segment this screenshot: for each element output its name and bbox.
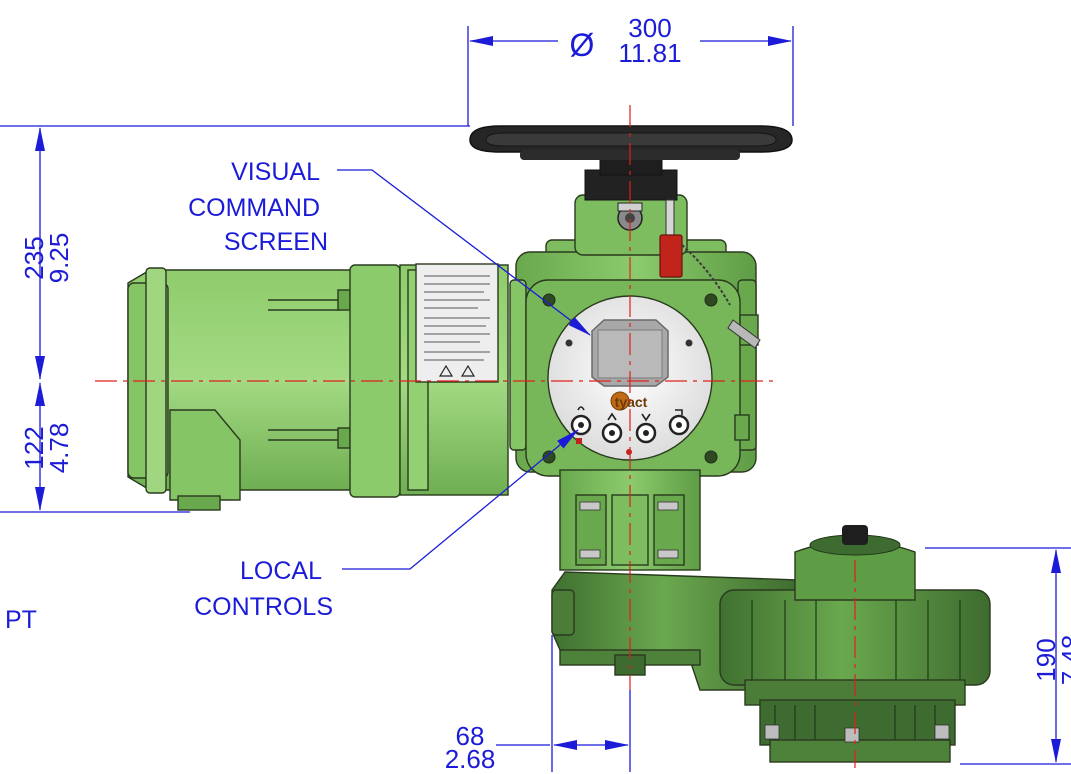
dimension-top-height: 235 9.25 <box>0 125 470 380</box>
warning-triangle-icon <box>460 364 476 377</box>
callout-label-line-1: VISUAL <box>231 158 320 186</box>
handwheel-icon <box>469 125 793 160</box>
callout-local-controls: LOCAL CONTROLS <box>194 429 579 621</box>
nameplate <box>415 263 499 383</box>
gearbox-height-in: 7.48 <box>1056 635 1071 686</box>
control-knob-icon <box>601 422 623 444</box>
left-edge-text: PT <box>5 606 37 634</box>
callout-label-line-2: CONTROLS <box>194 593 333 621</box>
brand-logo: tyact <box>610 391 648 411</box>
offset-in: 2.68 <box>445 744 496 774</box>
control-knob-icon <box>668 414 690 436</box>
centerlines <box>95 105 856 768</box>
callout-visual-command-screen: VISUAL COMMAND SCREEN <box>188 158 591 336</box>
dimension-lower-height: 122 4.78 <box>0 382 190 513</box>
lower-column <box>559 469 701 571</box>
dimension-offset: 68 2.68 <box>445 635 631 774</box>
diameter-symbol: Ø <box>570 27 595 63</box>
callout-label-line-3: SCREEN <box>224 228 328 256</box>
dimension-handwheel-diameter: Ø 300 11.81 <box>467 13 794 126</box>
callout-label-line-2: COMMAND <box>188 194 320 222</box>
padlock-icon <box>617 202 643 231</box>
control-housing: tyact <box>509 239 761 477</box>
brand-logo-text: tyact <box>615 394 648 410</box>
handwheel-diameter-in: 11.81 <box>618 38 681 68</box>
control-knob-icon <box>570 414 592 436</box>
handwheel-assembly <box>469 125 793 306</box>
offset-mm: 68 <box>456 721 485 751</box>
lower-height-in: 4.78 <box>44 423 74 474</box>
top-height-mm: 235 <box>19 236 49 279</box>
gearbox-height-mm: 190 <box>1031 638 1061 681</box>
handwheel-diameter-mm: 300 <box>628 13 671 43</box>
callout-label-line-1: LOCAL <box>240 557 322 585</box>
visual-command-screen <box>591 319 669 387</box>
lower-height-mm: 122 <box>19 426 49 469</box>
warning-triangle-icon <box>438 364 454 377</box>
control-knob-icon <box>635 422 657 444</box>
top-height-in: 9.25 <box>44 233 74 284</box>
dimension-gearbox-height: 190 7.48 <box>925 547 1071 765</box>
